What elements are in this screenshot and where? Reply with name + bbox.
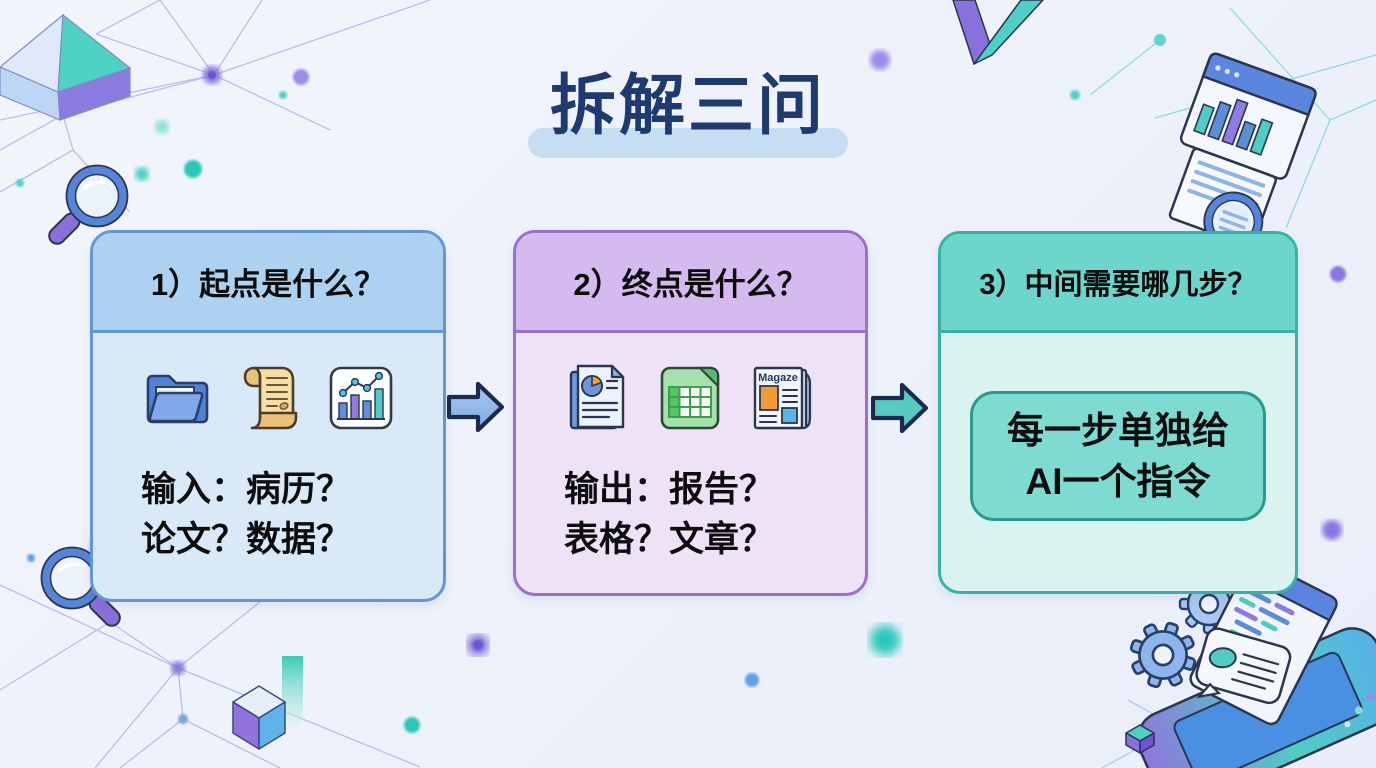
card-start-text: 输入：病历？ 论文？数据？: [93, 465, 443, 566]
card-start-line-1: 输入：病历？: [141, 470, 352, 509]
scroll-icon: [243, 366, 298, 430]
instruction-highlight-box: 每一步单独给 AI一个指令: [970, 391, 1266, 521]
card-start-body: 输入：病历？ 论文？数据？: [93, 355, 443, 599]
magazine-icon: Magaze: [753, 366, 811, 430]
card-end-text: 输出：报告？ 表格？文章？: [516, 465, 865, 566]
chat-bubble: [1195, 627, 1292, 705]
magnifier-icon-top-left: [48, 164, 129, 245]
bar-chart-icon: [329, 366, 393, 430]
card-end-line-2: 表格？文章？: [564, 520, 775, 560]
card-steps-header-text: 3）中间需要哪几步？: [979, 269, 1257, 301]
card-start-icons: [93, 355, 443, 441]
card-end-header-text: 2）终点是什么？: [573, 267, 808, 302]
card-steps: 3）中间需要哪几步？ 每一步单独给 AI一个指令: [938, 231, 1298, 594]
spreadsheet-icon: [660, 366, 719, 430]
folder-icon: [146, 374, 209, 424]
cube-icon: [232, 656, 303, 750]
mini-diamond-icon: [1125, 724, 1155, 754]
card-start-header-text: 1）起点是什么？: [150, 267, 386, 302]
prism-icon: [0, 13, 132, 121]
card-start-header: 1）起点是什么？: [93, 233, 443, 333]
card-start: 1）起点是什么？: [90, 230, 446, 602]
magnifier-icon-bottom-left: [40, 546, 121, 627]
arrow-right-2-icon: [871, 382, 929, 434]
instruction-line-1: 每一步单独给: [1007, 409, 1229, 451]
magazine-title-text: Magaze: [758, 372, 798, 384]
card-end-header: 2）终点是什么？: [516, 233, 865, 333]
v-shape-icon: [952, 0, 1044, 65]
instruction-line-2: AI一个指令: [1025, 461, 1211, 502]
report-icon: [569, 364, 624, 430]
card-end: 2）终点是什么？: [513, 230, 868, 596]
card-steps-header: 3）中间需要哪几步？: [941, 234, 1295, 333]
card-end-icons: Magaze: [516, 355, 865, 441]
arrow-right-1-icon: [447, 381, 505, 433]
title-highlight: [528, 128, 848, 158]
page-title-text: 拆解三问: [550, 68, 826, 142]
decor-dots: [16, 50, 1346, 733]
title-box: 拆解三问: [528, 68, 848, 158]
card-steps-body: 每一步单独给 AI一个指令: [941, 391, 1295, 591]
report-magnifier-illustration: [1168, 52, 1317, 301]
card-end-line-1: 输出：报告？: [564, 470, 775, 509]
card-end-body: Magaze 输出：报告？ 表格？文章？: [516, 355, 865, 593]
card-start-line-2: 论文？数据？: [141, 520, 352, 560]
page-title: 拆解三问: [0, 68, 1376, 158]
gear-icon: [1129, 621, 1197, 689]
